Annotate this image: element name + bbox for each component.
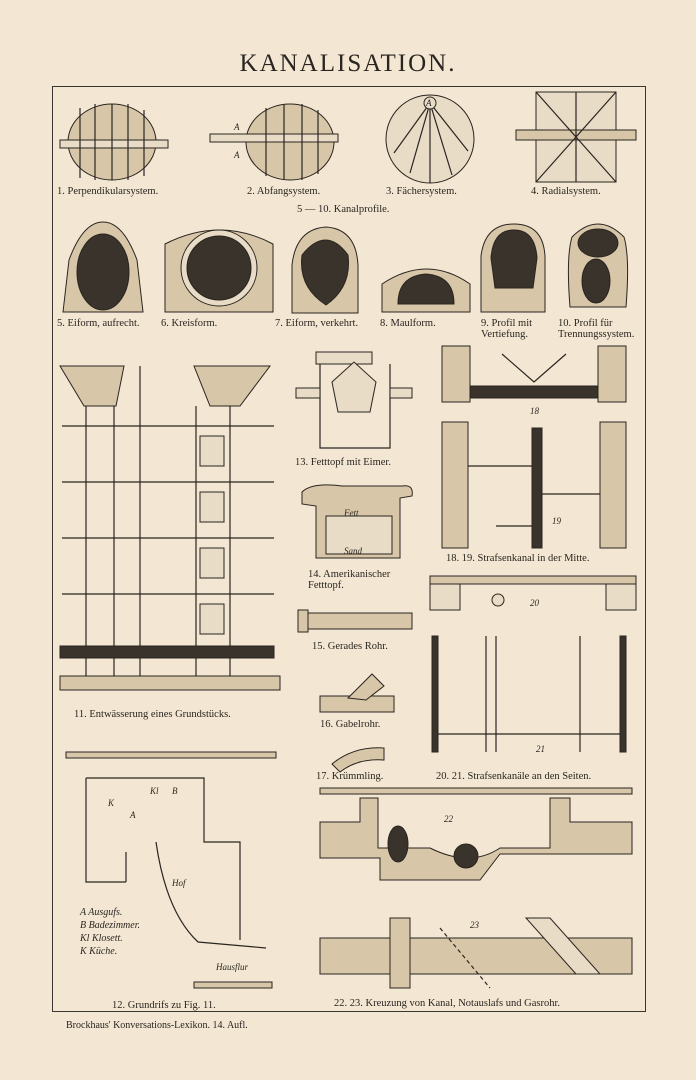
- fig22-canal-crossing-section: 22: [319, 787, 633, 881]
- caption-fig20-21: 20. 21. Strafsenkanäle an den Seiten.: [436, 771, 592, 782]
- caption-fig2: 2. Abfangsystem.: [247, 186, 321, 197]
- svg-text:A: A: [233, 122, 240, 132]
- caption-fig17: 17. Krümmling.: [316, 771, 384, 782]
- legend-item: B Badezimmer.: [80, 920, 140, 931]
- fig4-radial-system: [515, 91, 637, 183]
- hausflur-label: Hausflur: [215, 962, 249, 972]
- fig5-egg-upright: [62, 221, 144, 313]
- caption-fig9: 9. Profil mit Vertiefung.: [481, 318, 533, 340]
- fig13-grease-trap-bucket: [295, 351, 413, 449]
- fig21-number: 21: [536, 744, 545, 754]
- publication-footer: Brockhaus' Konversations-Lexikon. 14. Au…: [66, 1020, 248, 1031]
- caption-fig15: 15. Gerades Rohr.: [312, 641, 388, 652]
- fig15-straight-pipe: [297, 609, 413, 633]
- caption-fig22-23: 22. 23. Kreuzung von Kanal, Notauslafs u…: [334, 998, 560, 1009]
- caption-fig11: 11. Entwässerung eines Grundstücks.: [74, 709, 231, 720]
- caption-fig18-19: 18. 19. Strafsenkanal in der Mitte.: [446, 553, 590, 564]
- caption-fig5-10: 5 — 10. Kanalprofile.: [297, 204, 390, 215]
- legend-item: Kl Klosett.: [80, 933, 123, 944]
- fig19-number: 19: [552, 516, 562, 526]
- svg-text:A: A: [129, 810, 136, 820]
- fig7-egg-inverted: [291, 226, 359, 314]
- svg-text:B: B: [172, 786, 178, 796]
- caption-fig1: 1. Perpendikularsystem.: [57, 186, 159, 197]
- fig9-profile-depression: [480, 223, 546, 313]
- plate-frame: [52, 86, 646, 1012]
- fig11-building-drainage: [59, 365, 281, 691]
- fig14-american-grease-trap: Fett Sand: [301, 484, 413, 559]
- fig12-floor-plan: K Kl B A Hof Hausflur: [65, 751, 277, 989]
- plan-legend: A Ausgufs. B Badezimmer. Kl Klosett. K K…: [80, 906, 140, 958]
- caption-fig5: 5. Eiform, aufrecht.: [57, 318, 140, 329]
- caption-fig3: 3. Fächersystem.: [386, 186, 457, 197]
- fig17-elbow-pipe: [331, 747, 385, 773]
- caption-fig10: 10. Profil für Trennungssystem.: [558, 318, 635, 340]
- caption-fig16: 16. Gabelrohr.: [320, 719, 381, 730]
- caption-fig4: 4. Radialsystem.: [531, 186, 601, 197]
- legend-item: A Ausgufs.: [80, 907, 123, 918]
- fig21-side-canals-plan: 21: [431, 635, 627, 754]
- fig23-canal-crossing-plan: 23: [319, 917, 633, 989]
- fig16-branch-pipe: [319, 673, 395, 713]
- caption-fig6: 6. Kreisform.: [161, 318, 218, 329]
- fig23-number: 23: [470, 920, 480, 930]
- hof-label: Hof: [171, 878, 187, 888]
- fig10-separation-profile: [567, 223, 629, 308]
- svg-text:A: A: [233, 150, 240, 160]
- fig20-side-canals-section: 20: [429, 575, 637, 611]
- fig1-perpendicular-system: [59, 103, 169, 181]
- fig3-fan-system: A: [385, 94, 475, 184]
- caption-fig14: 14. Amerikanischer Fetttopf.: [308, 569, 391, 591]
- fig18-number: 18: [530, 406, 540, 416]
- fig19-street-canal-plan: 19: [441, 421, 627, 549]
- fig8-mouth-shape: [381, 268, 471, 313]
- caption-fig12: 12. Grundrifs zu Fig. 11.: [112, 1000, 216, 1011]
- fig20-number: 20: [530, 598, 540, 608]
- caption-fig7: 7. Eiform, verkehrt.: [275, 318, 359, 329]
- svg-text:Kl: Kl: [149, 786, 159, 796]
- svg-text:A: A: [425, 98, 432, 108]
- fett-label: Fett: [343, 508, 359, 518]
- sand-label: Sand: [344, 546, 363, 556]
- page-title: KANALISATION.: [239, 50, 457, 77]
- caption-fig8: 8. Maulform.: [380, 318, 436, 329]
- svg-text:K: K: [107, 798, 115, 808]
- fig22-number: 22: [444, 814, 454, 824]
- fig6-circular: [164, 229, 274, 313]
- legend-item: K Küche.: [80, 946, 118, 957]
- caption-fig13: 13. Fetttopf mit Eimer.: [295, 457, 391, 468]
- fig2-intercepting-system: AA: [209, 103, 339, 181]
- fig18-street-canal-section: 18: [441, 345, 627, 416]
